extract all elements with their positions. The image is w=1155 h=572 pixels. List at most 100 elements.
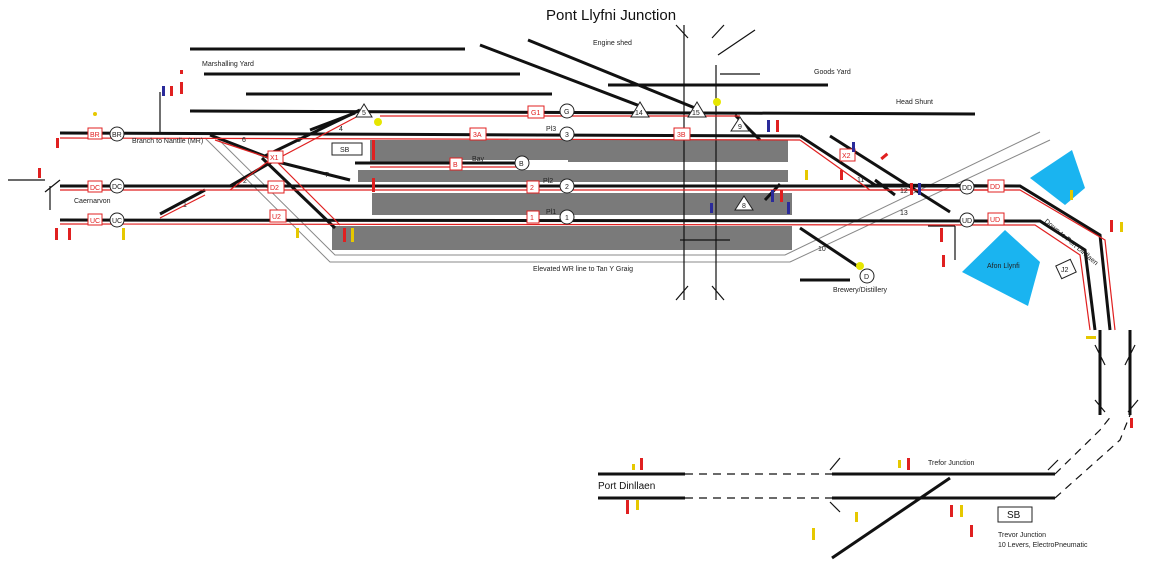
point-13: 13 bbox=[900, 210, 908, 217]
bridge-tick-2 bbox=[711, 24, 725, 39]
route-box-dc: DC bbox=[87, 180, 103, 193]
afon-llynfi-south bbox=[962, 230, 1040, 306]
svg-text:SB: SB bbox=[1007, 510, 1021, 521]
label-caernarvon: Caernarvon bbox=[74, 198, 111, 205]
route-box-2: 2 bbox=[526, 180, 540, 194]
engine-shed-road bbox=[527, 38, 696, 110]
circle-br: BR bbox=[109, 126, 125, 142]
label-port-dinllaen: Port Dinllaen bbox=[598, 481, 655, 492]
route-box-x1: X1 bbox=[267, 150, 284, 164]
j2-box: J2 bbox=[1055, 258, 1077, 280]
svg-text:G: G bbox=[564, 109, 569, 116]
xover-1 bbox=[159, 188, 206, 216]
bridge-tick-3 bbox=[717, 29, 756, 56]
tick-d bbox=[1127, 399, 1139, 413]
tick-b bbox=[1124, 344, 1136, 366]
svg-text:B: B bbox=[519, 161, 524, 168]
signal-box-station: SB bbox=[331, 142, 363, 156]
svg-text:SB: SB bbox=[340, 147, 350, 154]
point-4: 4 bbox=[339, 126, 343, 133]
trefor-branch bbox=[831, 476, 951, 560]
svg-text:UC: UC bbox=[90, 218, 100, 225]
platform-bay bbox=[358, 170, 788, 182]
diagram-title: Pont Llyfni Junction bbox=[546, 7, 676, 24]
red-xover-4 bbox=[159, 194, 206, 219]
label-goods-yard: Goods Yard bbox=[814, 69, 851, 76]
svg-text:BR: BR bbox=[90, 132, 100, 139]
platform-2 bbox=[372, 193, 792, 215]
siding-4 bbox=[479, 43, 641, 108]
route-box-x2: X2 bbox=[839, 148, 856, 162]
elevated-line-outer bbox=[204, 137, 1051, 263]
platform-3 bbox=[370, 140, 788, 162]
svg-text:1: 1 bbox=[530, 215, 534, 222]
red-xover-3 bbox=[229, 159, 271, 191]
xover-4 bbox=[309, 111, 356, 132]
route-box-d2: D2 bbox=[267, 180, 285, 194]
svg-text:U2: U2 bbox=[272, 214, 281, 221]
label-head-shunt: Head Shunt bbox=[896, 99, 933, 106]
point-2: 2 bbox=[243, 178, 247, 185]
label-bay: Bay bbox=[472, 156, 485, 163]
label-trevor-levers: 10 Levers, ElectroPneumatic bbox=[998, 542, 1088, 549]
xover-u2 bbox=[260, 156, 337, 230]
label-elevated-line: Elevated WR line to Tan Y Graig bbox=[533, 266, 633, 273]
triangle-9: 9 bbox=[730, 116, 750, 132]
svg-text:BR: BR bbox=[112, 132, 122, 139]
dash-south-down bbox=[1054, 414, 1131, 499]
svg-text:3: 3 bbox=[565, 132, 569, 139]
red-xover-2 bbox=[274, 159, 341, 226]
point-11: 11 bbox=[857, 177, 864, 184]
svg-text:UD: UD bbox=[990, 217, 1000, 224]
svg-text:8: 8 bbox=[742, 203, 746, 210]
label-afon: Afon Llynfi bbox=[987, 263, 1020, 270]
label-trevor-junction: Trevor Junction bbox=[998, 532, 1046, 539]
triangle-15: 15 bbox=[687, 101, 707, 118]
track-down-main bbox=[799, 134, 1112, 331]
svg-text:3A: 3A bbox=[473, 132, 482, 139]
svg-text:1: 1 bbox=[565, 215, 569, 222]
signal-markers bbox=[38, 70, 1133, 540]
tick-f bbox=[829, 501, 841, 513]
circle-g: G bbox=[559, 103, 575, 119]
label-brewery: Brewery/Distillery bbox=[833, 287, 888, 294]
label-trefor-junction: Trefor Junction bbox=[928, 460, 975, 467]
svg-text:15: 15 bbox=[692, 110, 700, 117]
platform-1 bbox=[332, 226, 792, 250]
point-12: 12 bbox=[900, 188, 908, 195]
signal-box-trevor: SB bbox=[997, 506, 1033, 523]
svg-text:D2: D2 bbox=[270, 185, 279, 192]
track-up-main bbox=[1000, 219, 1097, 331]
point-1: 1 bbox=[183, 202, 187, 209]
head-shunt bbox=[189, 109, 976, 116]
point-10: 10 bbox=[818, 246, 826, 253]
route-box-3a: 3A bbox=[469, 127, 487, 141]
dash-south-up bbox=[1054, 414, 1113, 475]
svg-text:G1: G1 bbox=[531, 110, 540, 117]
label-marshalling-yard: Marshalling Yard bbox=[202, 61, 254, 68]
svg-text:X2: X2 bbox=[842, 153, 851, 160]
svg-text:DD: DD bbox=[962, 185, 972, 192]
tick-g bbox=[1047, 459, 1059, 471]
circle-2: 2 bbox=[559, 178, 575, 194]
svg-text:9: 9 bbox=[738, 124, 742, 131]
svg-text:DD: DD bbox=[990, 184, 1000, 191]
label-pl2: Pl2 bbox=[543, 178, 553, 185]
tick-a bbox=[1094, 344, 1106, 366]
svg-text:X1: X1 bbox=[270, 155, 279, 162]
route-box-1: 1 bbox=[526, 210, 540, 224]
route-box-3b: 3B bbox=[673, 127, 691, 141]
label-branch: Branch to Nantlle (MR) bbox=[132, 138, 203, 145]
circle-uc: UC bbox=[109, 212, 125, 228]
label-engine-shed: Engine shed bbox=[593, 40, 632, 47]
tick-c bbox=[1094, 399, 1106, 413]
svg-text:UD: UD bbox=[962, 218, 972, 225]
triangle-14: 14 bbox=[630, 101, 650, 118]
end-tick bbox=[44, 179, 61, 193]
route-box-dd: DD bbox=[987, 179, 1005, 193]
svg-text:5: 5 bbox=[362, 110, 366, 117]
svg-text:B: B bbox=[453, 162, 458, 169]
xover-10 bbox=[799, 226, 861, 270]
circle-b: B bbox=[514, 155, 530, 171]
tick-e bbox=[829, 457, 841, 471]
